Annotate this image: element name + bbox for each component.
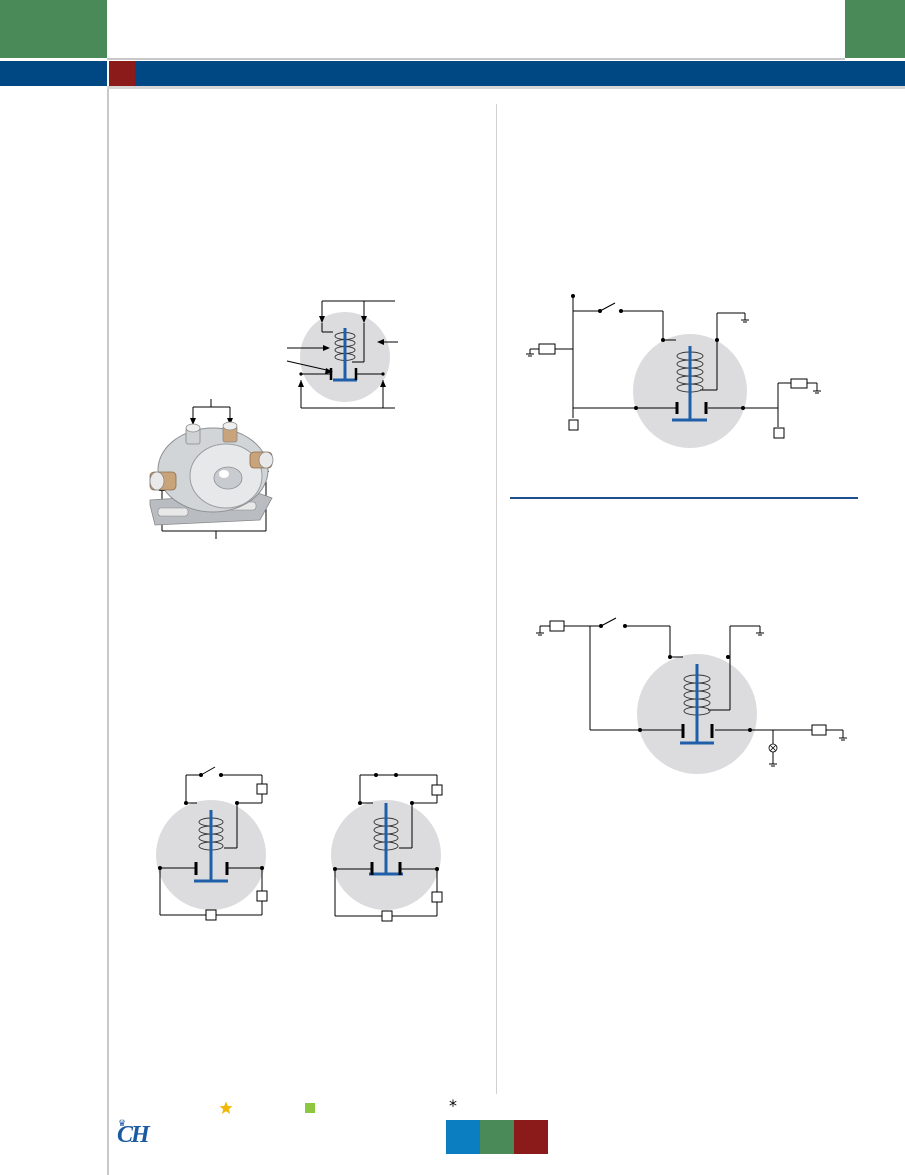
junction-dots — [158, 773, 264, 870]
section-divider — [510, 497, 858, 499]
header-tab-right — [845, 0, 905, 58]
contacts — [329, 368, 358, 380]
contacts — [681, 724, 714, 738]
plunger — [369, 803, 403, 876]
terminal-dots — [299, 372, 385, 376]
logo-crown-icon: ♛ — [118, 1118, 127, 1128]
circuit-wires — [334, 774, 438, 917]
circuit-wires — [159, 766, 263, 916]
plunger — [680, 664, 714, 745]
circuit-boxes — [381, 784, 443, 922]
company-logo: ♛ CH — [114, 1118, 164, 1154]
junction-dots — [571, 294, 745, 410]
header-tab-left — [0, 0, 107, 58]
circuit-wires — [539, 617, 844, 764]
plunger — [333, 328, 357, 382]
asterisk-marker: * — [449, 1096, 457, 1115]
circuit-boxes — [205, 783, 268, 921]
plunger — [672, 346, 707, 422]
contacts — [370, 862, 402, 875]
square-icon — [305, 1103, 315, 1113]
junction-dots — [333, 773, 439, 871]
ground-symbols — [526, 319, 821, 394]
junction-dots — [599, 624, 752, 732]
left-margin-rule — [107, 89, 109, 1175]
section-marker — [109, 61, 135, 86]
circuit-boxes — [538, 343, 808, 439]
color-swatch-blue — [446, 1120, 480, 1154]
color-swatch-red — [514, 1120, 548, 1154]
header-band-left — [0, 61, 107, 86]
star-icon — [219, 1101, 233, 1114]
circuit-boxes — [549, 620, 827, 736]
solenoid-body — [149, 421, 274, 526]
ground-symbols — [536, 632, 847, 767]
header-band-shadow — [107, 86, 905, 89]
contacts — [194, 862, 229, 875]
logo-text: CH — [117, 1122, 150, 1148]
contacts — [675, 402, 708, 414]
lamp-icon — [768, 743, 778, 753]
circuit-wires — [529, 296, 818, 427]
color-swatch-green — [480, 1120, 514, 1154]
column-divider — [496, 104, 497, 1094]
plunger — [194, 810, 228, 883]
header-divider — [107, 58, 845, 60]
header-band — [135, 61, 905, 86]
